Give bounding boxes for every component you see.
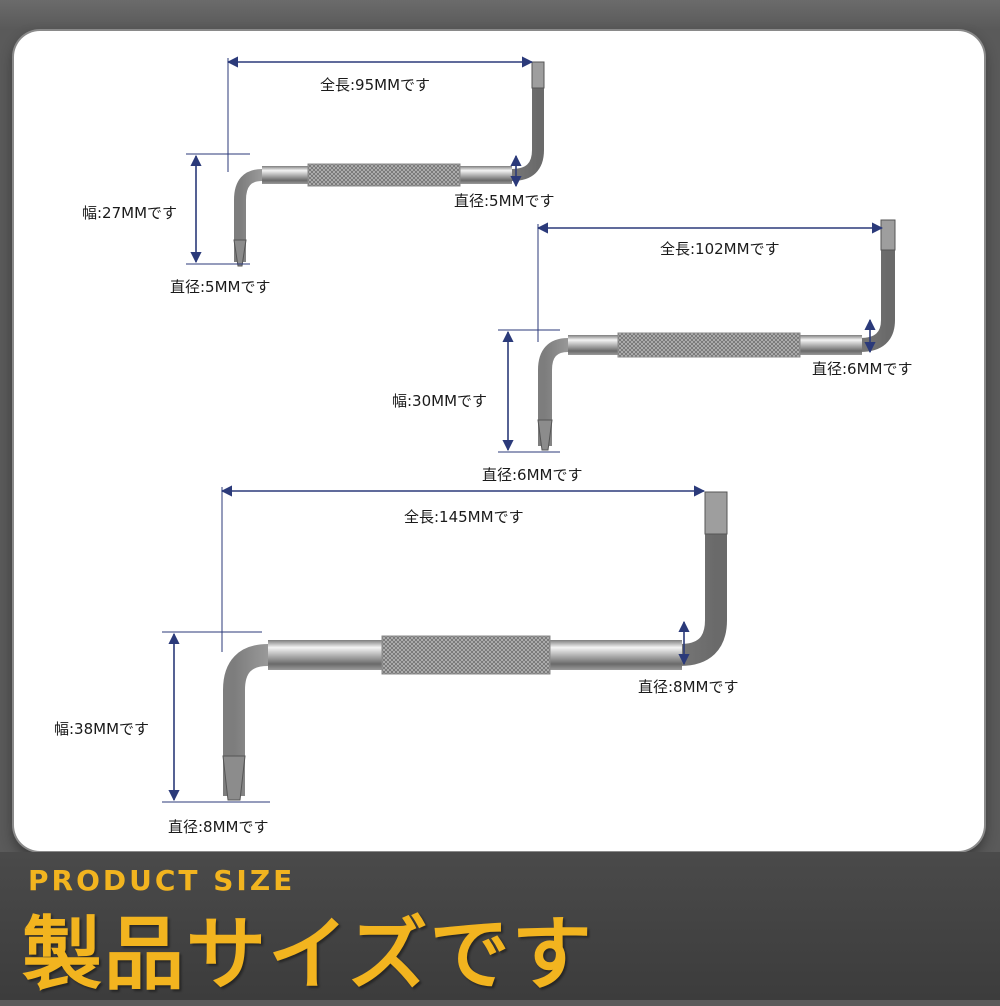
tool-large-length-label: 全長:145MMです [404, 508, 524, 526]
tool-medium-diameter-bottom-label: 直径:6MMです [482, 466, 583, 484]
tool-small-flat-tip [531, 61, 545, 89]
tool-large-diameter-bottom-label: 直径:8MMです [168, 818, 269, 836]
product-size-subtitle: PRODUCT SIZE [28, 864, 296, 897]
tool-small-width-label: 幅:27MMです [82, 204, 178, 222]
tool-large-diameter-top-label: 直径:8MMです [638, 678, 739, 696]
tool-medium [498, 219, 896, 453]
product-size-title: 製品サイズです [22, 908, 594, 1001]
tool-small-diameter-top-label: 直径:5MMです [454, 192, 555, 210]
tool-large-width-label: 幅:38MMです [54, 720, 150, 738]
tool-small-grip [307, 163, 461, 187]
tool-medium-grip [617, 332, 801, 358]
bottom-banner [0, 852, 1000, 1000]
tool-large [162, 485, 728, 803]
tool-small [186, 56, 545, 267]
top-strip [0, 0, 1000, 30]
tool-medium-width-label: 幅:30MMです [392, 392, 488, 410]
tool-medium-length-label: 全長:102MMです [660, 240, 780, 258]
tool-large-phillips-tip [222, 755, 246, 801]
tool-large-grip [381, 635, 551, 675]
tool-large-flat-tip [704, 491, 728, 535]
tool-small-length-label: 全長:95MMです [320, 76, 431, 94]
tool-small-phillips-tip [233, 239, 247, 267]
tool-small-diameter-bottom-label: 直径:5MMです [170, 278, 271, 296]
tool-medium-flat-tip [880, 219, 896, 251]
tool-medium-phillips-tip [537, 419, 553, 451]
tool-medium-diameter-top-label: 直径:6MMです [812, 360, 913, 378]
